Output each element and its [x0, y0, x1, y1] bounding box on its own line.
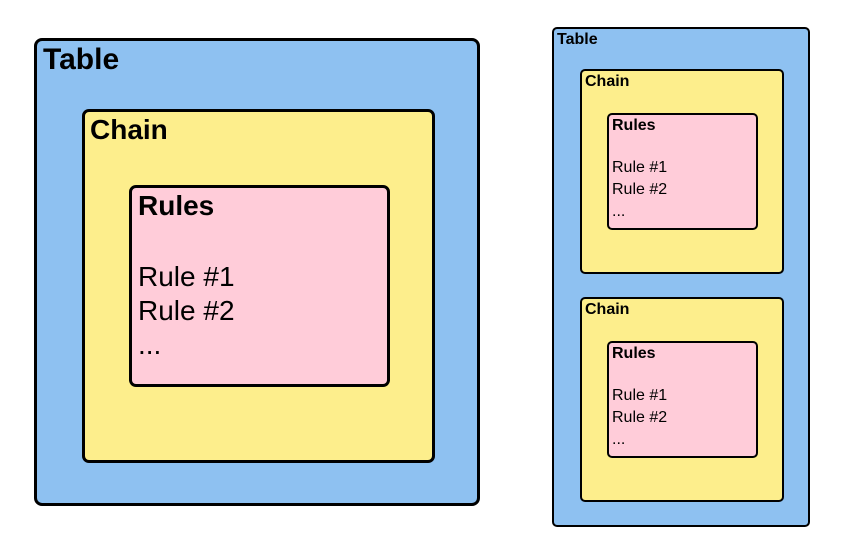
rule-list: Rule #1 Rule #2 ...: [612, 157, 667, 223]
rule-line: ...: [612, 431, 626, 448]
chain-box: Chain Rules Rule #1 Rule #2 ...: [82, 109, 435, 463]
rule-line: ...: [138, 329, 162, 360]
rule-line: Rule #2: [612, 409, 668, 426]
rules-label: Rules: [612, 117, 656, 134]
table-box: Table Chain Rules Rule #1 Rule #2 ... Ch…: [552, 27, 810, 527]
chain-box: Chain Rules Rule #1 Rule #2 ...: [580, 297, 784, 502]
rules-label: Rules: [612, 345, 656, 362]
rules-label: Rules: [138, 190, 215, 221]
rule-line: Rule #1: [612, 387, 668, 404]
rule-line: ...: [612, 203, 626, 220]
table-label: Table: [43, 43, 120, 76]
rule-list: Rule #1 Rule #2 ...: [612, 385, 667, 451]
chain-label: Chain: [585, 301, 630, 318]
rule-line: Rule #1: [138, 261, 235, 292]
rule-line: Rule #2: [612, 181, 668, 198]
rule-line: Rule #1: [612, 159, 668, 176]
chain-label: Chain: [90, 114, 168, 145]
rules-box: Rules Rule #1 Rule #2 ...: [129, 185, 390, 387]
rule-line: Rule #2: [138, 295, 235, 326]
chain-label: Chain: [585, 73, 630, 90]
rule-list: Rule #1 Rule #2 ...: [138, 260, 235, 362]
chain-box: Chain Rules Rule #1 Rule #2 ...: [580, 69, 784, 274]
table-box: Table Chain Rules Rule #1 Rule #2 ...: [34, 38, 480, 506]
rules-box: Rules Rule #1 Rule #2 ...: [607, 113, 758, 230]
table-label: Table: [557, 31, 598, 48]
rules-box: Rules Rule #1 Rule #2 ...: [607, 341, 758, 458]
